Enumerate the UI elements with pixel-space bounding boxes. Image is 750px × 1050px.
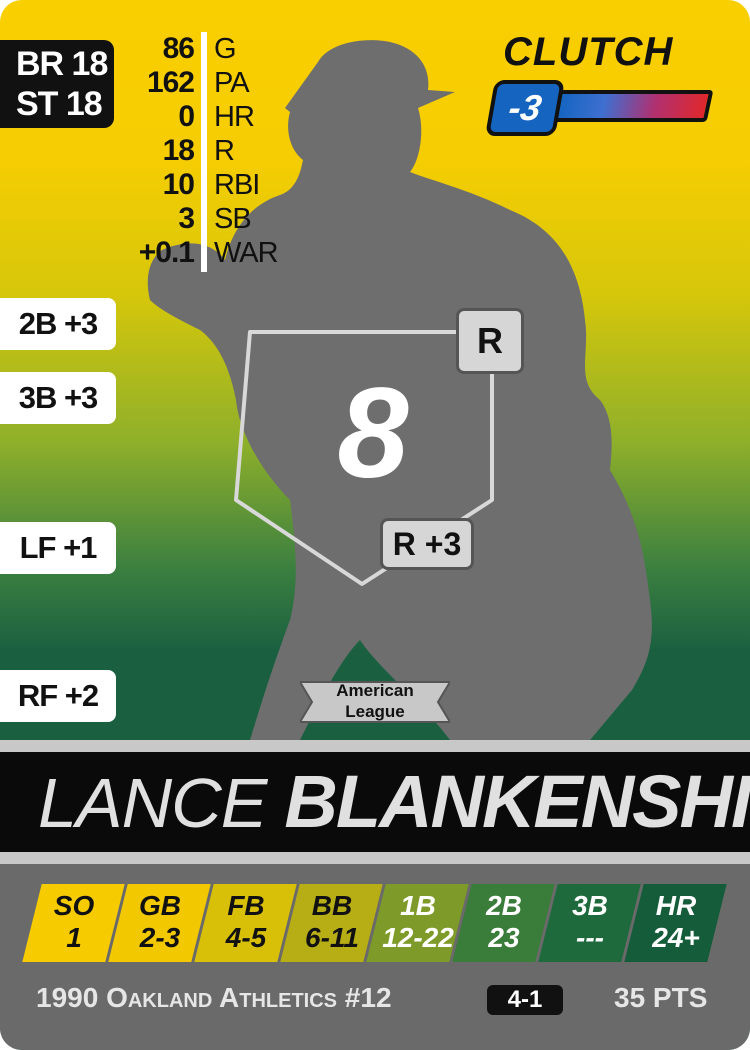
defense-rf: RF +2 — [0, 670, 116, 722]
last-name: BLANKENSHIP — [284, 760, 750, 843]
bats-hand-badge: R — [456, 308, 524, 374]
chart-cell-label: HR — [655, 890, 697, 921]
record-badge: 4-1 — [487, 985, 563, 1015]
hand-speed-badge: R +3 — [380, 518, 474, 570]
st-label: ST 18 — [16, 85, 103, 123]
stats-divider — [201, 32, 207, 272]
chart-cell-range: --- — [576, 922, 604, 953]
chart-cell-range: 12-22 — [382, 922, 454, 953]
br-st-box: BR 18 ST 18 — [0, 40, 114, 128]
league-banner-icon — [300, 681, 450, 723]
clutch-label: CLUTCH — [503, 30, 674, 74]
player-silhouette — [147, 40, 652, 740]
defense-3b: 3B +3 — [0, 372, 116, 424]
chart-cell-label: 3B — [572, 890, 608, 921]
chart-cell-range: 24+ — [652, 922, 700, 953]
name-bar — [0, 752, 750, 852]
points: 35 PTS — [614, 982, 708, 1013]
chart-cell-label: 2B — [486, 890, 522, 921]
chart-cell-text: 3B--- — [550, 884, 630, 954]
chart-cell-range: 1 — [66, 922, 82, 953]
chart-cell-label: SO — [53, 890, 95, 921]
chart-cell-label: BB — [311, 890, 353, 921]
chart-cell-label: FB — [227, 890, 265, 921]
chart-cell-label: GB — [139, 890, 181, 921]
br-label: BR 18 — [16, 45, 108, 83]
team-line: 1990 Oakland Athletics #12 — [36, 982, 392, 1013]
chart-cell-range: 23 — [488, 922, 520, 953]
defense-lf: LF +1 — [0, 522, 116, 574]
defense-2b: 2B +3 — [0, 298, 116, 350]
chart-cell-range: 6-11 — [305, 922, 359, 953]
chart-cell-label: 1B — [400, 890, 436, 921]
chart-cell-range: 4-5 — [225, 922, 267, 953]
first-name: LANCE — [38, 764, 267, 842]
league-label: American League — [336, 681, 414, 721]
chart-cell-range: 2-3 — [139, 922, 181, 953]
command-value: 8 — [337, 362, 409, 505]
